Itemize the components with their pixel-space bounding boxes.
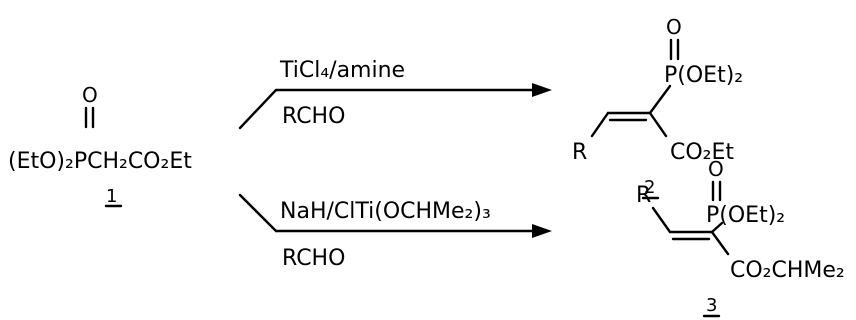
p2-c-p-bond <box>648 84 672 115</box>
p2-label: 2 <box>644 177 655 198</box>
upper-branch-line <box>238 88 278 130</box>
p2-ester: CO₂Et <box>670 140 734 165</box>
p3-r-c-bond <box>651 206 672 234</box>
product-2: O P(OEt)₂ R CO₂Et 2 <box>572 15 743 200</box>
p3-phosphonate: P(OEt)₂ <box>706 203 785 228</box>
lower-reagent-bottom: RCHO <box>282 246 345 271</box>
lower-reagent-top: NaH/ClTi(OCHMe₂)₃ <box>280 199 491 224</box>
reaction-lower: NaH/ClTi(OCHMe₂)₃ RCHO <box>238 193 552 271</box>
p2-oxygen: O <box>666 15 682 39</box>
p2-substituent: R <box>572 140 587 165</box>
p3-c-p-bond <box>710 221 724 234</box>
sm-formula: (EtO)₂PCH₂CO₂Et <box>8 149 192 174</box>
lower-arrow-head <box>532 224 552 238</box>
reaction-upper: TiCl₄/amine RCHO <box>238 58 552 130</box>
p2-c-r-bond <box>590 111 610 138</box>
starting-material-1: O (EtO)₂PCH₂CO₂Et 1 <box>8 83 192 208</box>
p3-ester: CO₂CHMe₂ <box>730 258 845 283</box>
product-3: O P(OEt)₂ R CO₂CHMe₂ 3 <box>636 157 845 318</box>
upper-reagent-top: TiCl₄/amine <box>279 58 405 83</box>
p2-phosphonate: P(OEt)₂ <box>664 63 743 88</box>
p3-oxygen: O <box>708 157 724 181</box>
upper-reagent-bottom: RCHO <box>282 104 345 129</box>
sm-label: 1 <box>106 186 117 207</box>
upper-arrow-head <box>532 83 552 97</box>
p2-c-ester-bond <box>648 111 668 138</box>
p3-label: 3 <box>706 295 717 316</box>
p3-substituent: R <box>636 183 651 208</box>
sm-oxygen: O <box>82 83 98 107</box>
p3-c-ester-bond <box>710 230 730 256</box>
lower-branch-line <box>238 193 278 233</box>
